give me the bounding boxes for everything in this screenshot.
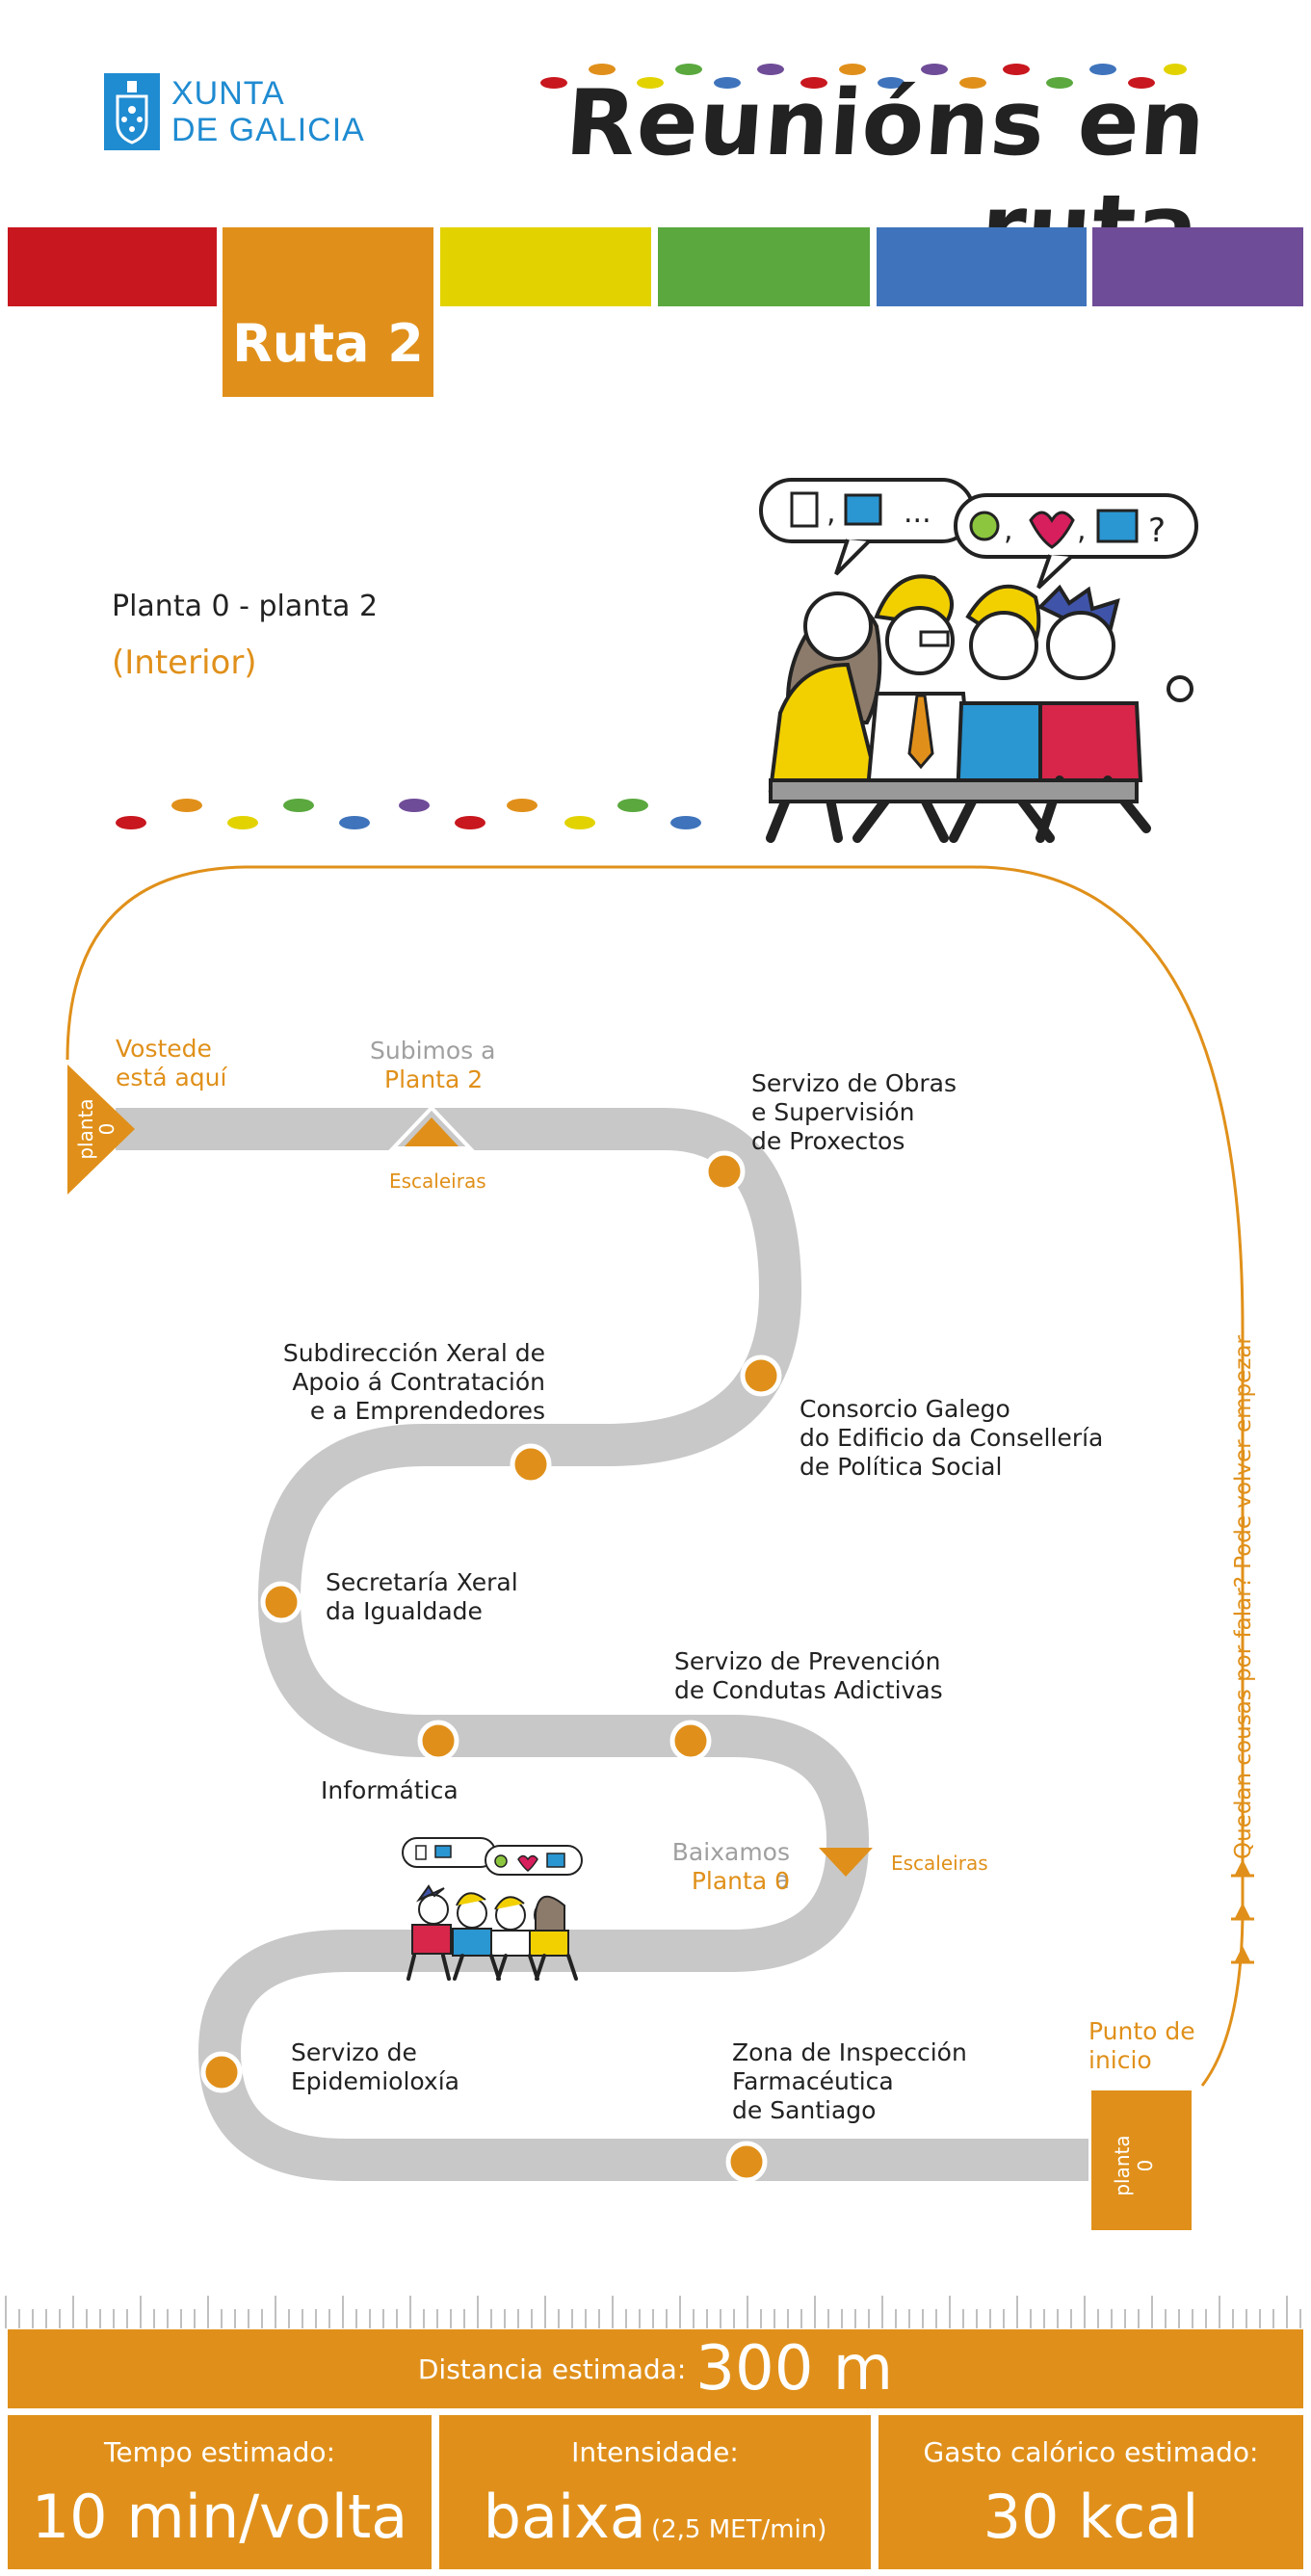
stop-label-3: Subdirección Xeral de Apoio á Contrataci…: [282, 1339, 545, 1425]
loop-arrow-icon: [1235, 1903, 1250, 1918]
route-path: [116, 1108, 1088, 2181]
color-bar-red: [8, 227, 217, 306]
calories-value: 30 kcal: [983, 2482, 1199, 2552]
you-are-here-label: Vostede está aquí: [116, 1035, 227, 1091]
svg-text:,: ,: [1004, 513, 1013, 547]
svg-text:planta: planta: [1111, 2135, 1134, 2195]
route-tab: Ruta 2: [223, 227, 433, 397]
calories-label: Gasto calórico estimado:: [923, 2436, 1259, 2468]
stop-label-2: Consorcio Galego do Edificio da Conselle…: [800, 1395, 1104, 1481]
xunta-logo-icon: [104, 73, 160, 150]
color-bar-purple: [1092, 227, 1303, 306]
stop-label-8: Zona de Inspección Farmacéutica de Santi…: [732, 2038, 967, 2124]
down-label-line1: Baixamos a: [671, 1838, 790, 1894]
svg-text:,: ,: [1077, 513, 1087, 547]
floors-text: Planta 0 - planta 2: [112, 590, 379, 623]
loop-arrow-icon: [1235, 1859, 1250, 1875]
stop-dot: [510, 1443, 552, 1485]
time-box: Tempo estimado: 10 min/volta: [8, 2415, 432, 2569]
stairs-down-label: Escaleiras: [891, 1852, 988, 1875]
stop-label-1: Servizo de Obras e Supervisión de Proxec…: [751, 1069, 957, 1155]
intensity-label: Intensidade:: [571, 2436, 739, 2468]
stairs-up-label: Escaleiras: [389, 1170, 486, 1193]
intensity-box: Intensidade: baixa (2,5 MET/min): [439, 2415, 871, 2569]
stop-label-7: Servizo de Epidemioloxía: [291, 2038, 459, 2095]
up-label-line2: Planta 2: [384, 1065, 484, 1093]
time-value: 10 min/volta: [31, 2482, 408, 2552]
intro-footprints-icon: [116, 799, 701, 829]
speech-bubble-icon: , ... , , ?: [759, 478, 1198, 590]
stop-label-4: Secretaría Xeral da Igualdade: [326, 1568, 518, 1625]
distance-value: 300 m: [695, 2333, 894, 2405]
time-label: Tempo estimado:: [104, 2436, 335, 2468]
start-marker-label: planta: [74, 1098, 97, 1159]
stop-dot: [703, 1150, 746, 1193]
color-bar-yellow: [440, 227, 651, 306]
start-point-label: Punto de inicio: [1088, 2017, 1195, 2074]
stop-dot: [669, 1720, 712, 1762]
stop-dot: [260, 1581, 302, 1623]
logo-line-2: DE GALICIA: [171, 112, 365, 148]
distance-label: Distancia estimada:: [417, 2353, 687, 2385]
distance-row: Distancia estimada: 300 m: [8, 2329, 1303, 2408]
svg-text:,: ,: [826, 496, 836, 530]
end-marker: [1091, 2090, 1192, 2230]
intensity-value: baixa: [483, 2482, 646, 2552]
loop-text: Quedan cousas por falar? Pode volver emp…: [1231, 1335, 1256, 1859]
route-map: planta 0 planta 0: [66, 865, 1254, 2230]
logo-line-1: XUNTA: [171, 75, 285, 112]
up-label-line1: Subimos a: [370, 1037, 496, 1065]
svg-text:...: ...: [904, 496, 931, 530]
start-marker: [67, 1065, 135, 1195]
small-people-icon: [402, 1837, 583, 1981]
people-walking-icon: , ... , , ?: [759, 478, 1198, 843]
return-loop-line: [66, 865, 1245, 2087]
svg-text:?: ?: [1148, 512, 1166, 550]
route-type: (Interior): [112, 644, 257, 682]
stop-dot: [725, 2141, 768, 2183]
xunta-logo: XUNTA DE GALICIA: [104, 73, 393, 150]
stop-label-5: Servizo de Prevención de Condutas Adicti…: [674, 1647, 943, 1704]
header-footprints-icon: [540, 64, 1187, 89]
ruler-divider: [5, 2296, 1301, 2328]
down-label-line2: Planta 0: [691, 1867, 790, 1895]
loop-arrow-icon: [1235, 1946, 1250, 1961]
color-bar-blue: [877, 227, 1087, 306]
stairs-up-icon: [405, 1117, 459, 1146]
stop-dot: [740, 1354, 782, 1397]
stop-label-6: Informática: [321, 1776, 459, 1804]
color-bar-green: [658, 227, 870, 306]
svg-text:0: 0: [95, 1123, 118, 1136]
stop-dot: [417, 1720, 459, 1762]
calories-box: Gasto calórico estimado: 30 kcal: [878, 2415, 1303, 2569]
svg-text:0: 0: [1134, 2160, 1157, 2172]
intensity-note: (2,5 MET/min): [650, 2515, 827, 2544]
stop-dot: [200, 2051, 243, 2093]
stairs-down-icon: [819, 1848, 873, 1877]
